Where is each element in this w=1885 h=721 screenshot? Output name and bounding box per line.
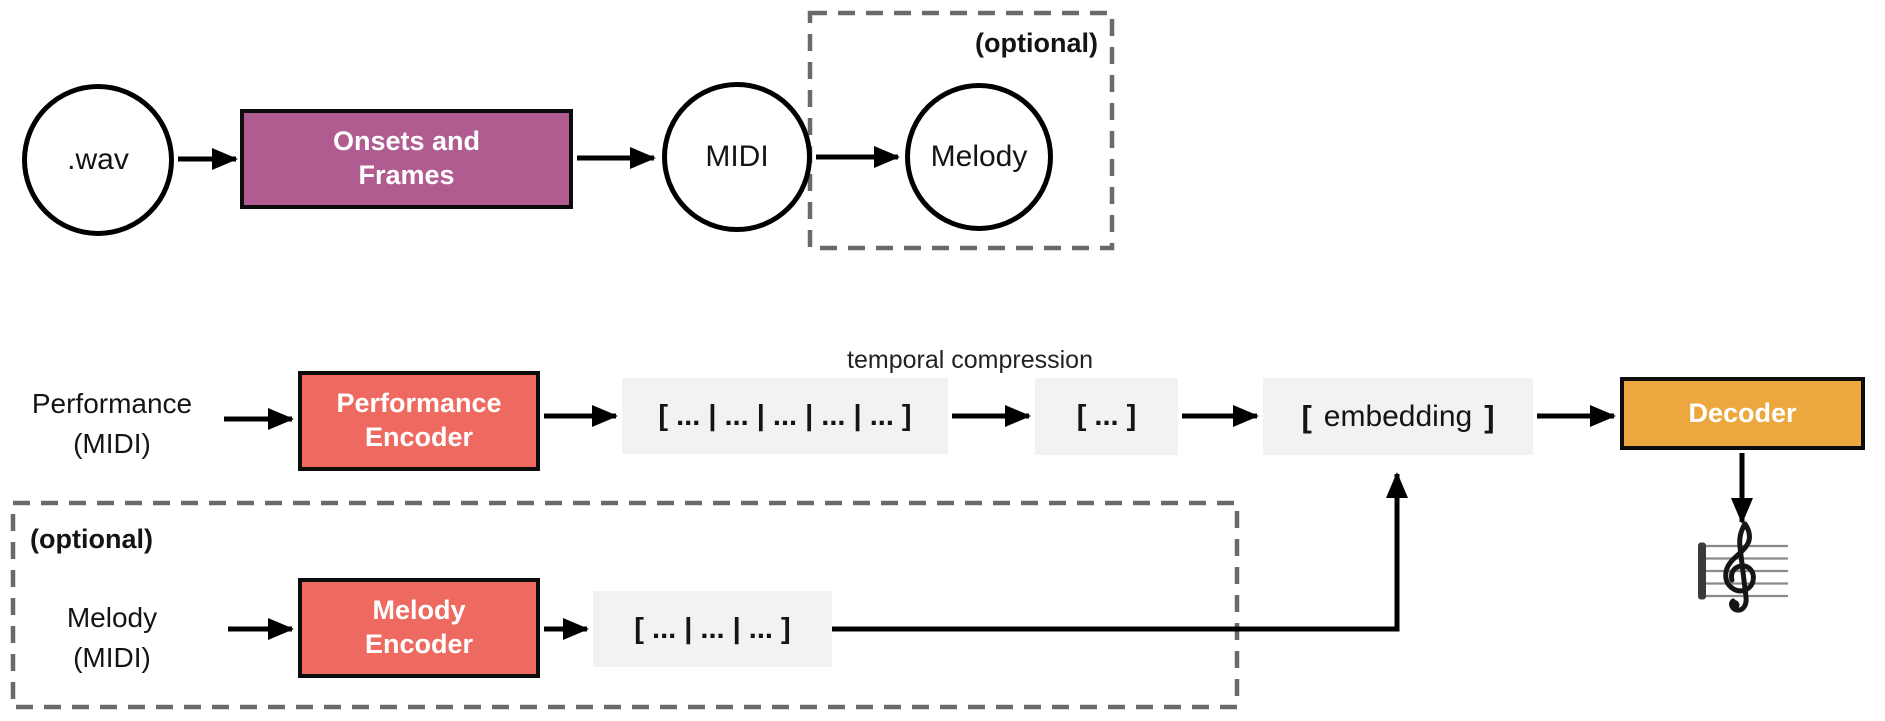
temporal-compression-label: temporal compression xyxy=(847,346,1093,374)
melody-label: Melody xyxy=(930,140,1028,173)
embedding-label: embedding xyxy=(1323,399,1473,433)
embedding-box: [ embedding ] xyxy=(1263,378,1533,455)
onsets-and-frames-box: Onsets and Frames xyxy=(240,109,573,209)
performance-encoder-box: Performance Encoder xyxy=(298,371,540,471)
optional-group-box-top xyxy=(807,10,1115,251)
melody-input-line1: Melody xyxy=(66,602,158,633)
melody-input-label: Melody (MIDI) xyxy=(8,598,216,678)
optional-group-box-bottom xyxy=(10,500,1240,710)
performance-token-sequence: [ ... | ... | ... | ... | ... ] xyxy=(622,378,948,454)
performance-input-line2: (MIDI) xyxy=(73,428,151,459)
onsets-frames-label-line1: Onsets and xyxy=(332,126,481,157)
melody-node: Melody xyxy=(905,83,1053,231)
wav-label: .wav xyxy=(67,143,129,176)
staff-bracket xyxy=(1698,542,1706,600)
melody-token-sequence: [ ... | ... | ... ] xyxy=(593,591,832,667)
melody-input-line2: (MIDI) xyxy=(73,642,151,673)
decoder-label: Decoder xyxy=(1688,397,1797,428)
decoder-box: Decoder xyxy=(1620,377,1865,450)
performance-input-line1: Performance xyxy=(31,388,193,419)
melody-encoder-box: Melody Encoder xyxy=(298,578,540,678)
treble-clef-glyph xyxy=(1723,521,1756,613)
embedding-close-bracket: ] xyxy=(1484,398,1495,434)
midi-label: MIDI xyxy=(705,140,769,173)
treble-clef-dot xyxy=(1729,600,1740,610)
midi-node: MIDI xyxy=(662,82,812,232)
performance-encoder-line1: Performance xyxy=(336,388,502,419)
wav-node: .wav xyxy=(22,84,174,236)
optional-label-bottom: (optional) xyxy=(30,524,153,554)
embedding-open-bracket: [ xyxy=(1301,398,1312,434)
connector-melody-tokens-to-embedding xyxy=(832,472,1408,632)
performance-input-label: Performance (MIDI) xyxy=(8,384,216,464)
optional-label-top: (optional) xyxy=(975,28,1098,58)
compressed-token-box: [ ... ] xyxy=(1035,378,1178,455)
melody-encoder-line2: Encoder xyxy=(364,629,474,659)
performance-encoder-line2: Encoder xyxy=(364,422,474,452)
sheet-music-icon xyxy=(1698,521,1788,613)
melody-encoder-line1: Melody xyxy=(372,595,466,626)
onsets-frames-label-line2: Frames xyxy=(358,160,455,190)
